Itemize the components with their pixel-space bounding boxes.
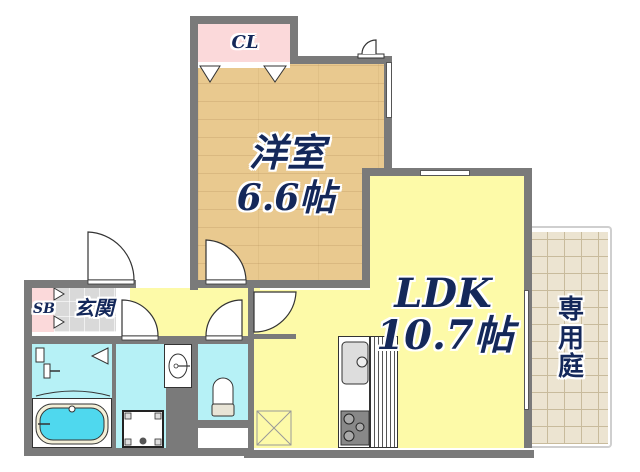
ldk-label: LDK [394,270,492,317]
wall [190,420,250,428]
closet-area [198,24,290,64]
garden-floor [530,232,608,444]
wall [290,56,392,64]
wall [290,16,298,64]
garden-label: 専用庭 [557,295,584,383]
window [420,170,470,176]
entrance-label: 玄関 [74,296,114,320]
shoe-box-door-icon [53,287,65,329]
toilet-door-icon [205,299,243,341]
bathtub-icon [35,403,109,445]
toilet-icon [211,377,235,417]
wall [190,16,198,290]
wall [248,288,254,458]
storage-hatch-icon [256,410,292,446]
window [524,290,529,410]
western-room-size: 6.6帖 [236,177,336,219]
ldk-size: 10.7帖 [376,312,514,359]
kitchen-counter-edge [370,336,398,448]
western-room-floor [198,62,384,282]
ldk-door-icon [253,291,297,333]
wall [244,450,534,458]
wall [112,344,116,448]
western-room-label: 洋室 [248,130,325,175]
western-room-door-icon [205,239,247,285]
wall [252,334,296,339]
wall [24,280,32,456]
washing-machine-icon [122,410,164,448]
shoe-box-label: SB [33,301,55,317]
closet-label: CL [231,32,259,53]
wall [24,280,136,288]
wall [24,448,250,456]
washroom-door-icon [121,299,159,341]
entrance-door-icon [87,231,135,285]
shoe-box-area [32,286,54,332]
shower-faucet-icon [35,347,111,397]
balcony-door-icon [357,39,385,59]
stove-icon [340,410,370,446]
window [386,62,392,118]
closet-door-strip [198,62,290,68]
kitchen-sink-icon [341,341,369,385]
wall [362,168,370,288]
closet-door-icon [199,65,287,83]
wall [190,16,298,24]
wall [190,280,370,288]
wash-basin-icon [168,353,190,379]
